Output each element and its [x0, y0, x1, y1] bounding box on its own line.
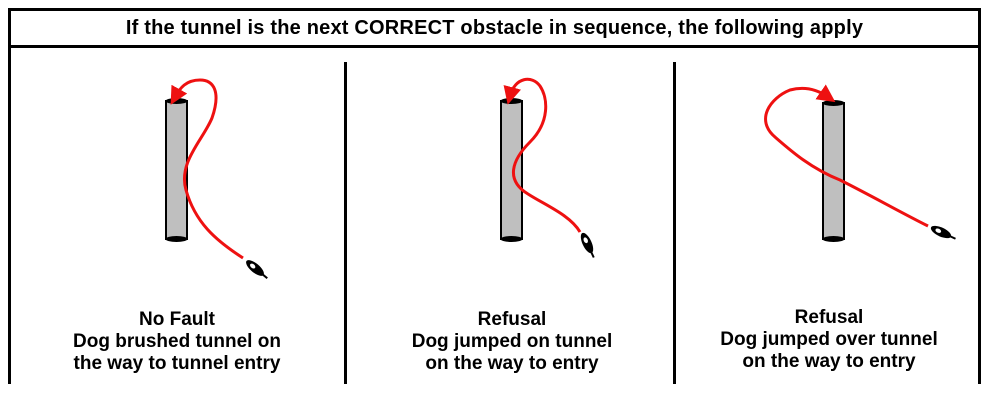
path-arrow	[503, 77, 582, 233]
panel-1-diagram	[165, 78, 268, 280]
tunnel-icon	[165, 98, 188, 242]
tunnel-icon	[822, 100, 845, 242]
panel-3-line1: Dog jumped over tunnel	[720, 329, 938, 350]
panel-3-caption: Refusal Dog jumped over tunnel on the wa…	[679, 307, 979, 373]
panel-3-line2: on the way to entry	[742, 351, 916, 372]
panel-1-caption: No Fault Dog brushed tunnel on the way t…	[27, 309, 327, 375]
panel-2-diagram	[500, 77, 595, 258]
dog-icon	[580, 232, 595, 258]
frame-right-border	[978, 46, 981, 384]
tunnel-icon	[500, 98, 523, 242]
panel-3-result: Refusal	[794, 307, 864, 328]
panel-3-diagram	[764, 84, 956, 242]
header-title: If the tunnel is the next CORRECT obstac…	[8, 8, 981, 48]
panel-2-caption: Refusal Dog jumped on tunnel on the way …	[362, 309, 662, 375]
panel-1-line1: Dog brushed tunnel on	[73, 331, 281, 352]
panel-2-line1: Dog jumped on tunnel	[411, 331, 613, 352]
path-arrow	[170, 78, 244, 260]
panel-2-result: Refusal	[477, 309, 547, 330]
dog-icon	[930, 225, 956, 240]
frame-left-border	[8, 46, 11, 384]
panel-1-line2: the way to tunnel entry	[73, 353, 281, 374]
panel-divider-1	[344, 62, 347, 384]
panel-2-line2: on the way to entry	[425, 353, 599, 374]
panel-divider-2	[673, 62, 676, 384]
panel-1-result: No Fault	[139, 309, 215, 330]
path-arrow	[764, 84, 929, 228]
dog-icon	[246, 260, 268, 280]
